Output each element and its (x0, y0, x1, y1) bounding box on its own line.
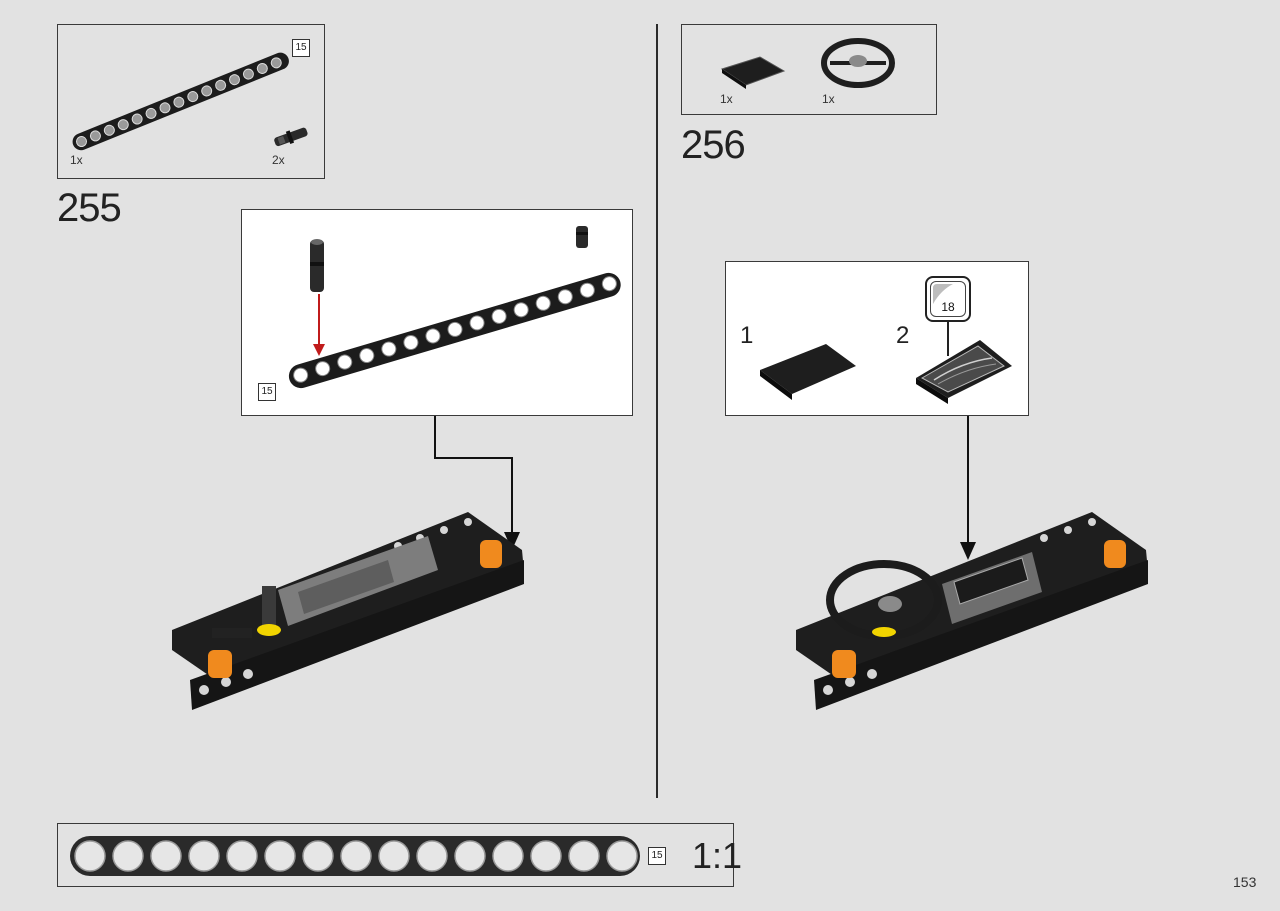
scale-label: 1:1 (692, 835, 743, 876)
step-divider (656, 24, 658, 798)
ruler-length-badge: 15 (648, 847, 666, 865)
steering-wheel-icon (821, 38, 895, 88)
step-256-subassembly-box: 1 2 18 (725, 261, 1029, 416)
chassis-assembly-255 (172, 512, 524, 710)
chassis-assembly-256 (796, 512, 1148, 710)
step-256-parts-box: 1x 1x (681, 24, 937, 115)
step-number: 255 (57, 186, 122, 230)
tile-icon (760, 344, 856, 400)
tile-with-sticker-icon (916, 322, 1012, 404)
pin-icon (274, 127, 308, 147)
beam-ruler-box: 15 1:1 (57, 823, 742, 887)
beam-15-icon (72, 52, 289, 151)
page-number: 153 (1233, 874, 1257, 890)
part-length-badge: 15 (292, 39, 310, 57)
sub-step-number: 1 (740, 322, 754, 349)
sticker-icon (933, 284, 953, 304)
beam-with-pins-icon (288, 226, 621, 389)
step-number: 256 (681, 123, 746, 167)
sticker-number: 18 (941, 300, 955, 314)
part-qty: 1x (720, 92, 733, 106)
tile-icon (720, 56, 786, 89)
part-qty: 1x (70, 153, 83, 167)
sticker-callout: 18 (925, 276, 971, 322)
sub-length-badge: 15 (258, 383, 276, 401)
callout-connector (960, 416, 976, 560)
beam-15-ruler-icon (70, 836, 640, 876)
sub-step-number: 2 (896, 322, 910, 349)
part-qty: 1x (822, 92, 835, 106)
callout-connector (434, 416, 520, 550)
step-255-parts-box: 15 1x 2x (57, 24, 325, 179)
step-255-subassembly-box: 15 (241, 209, 633, 416)
part-qty: 2x (272, 153, 285, 167)
